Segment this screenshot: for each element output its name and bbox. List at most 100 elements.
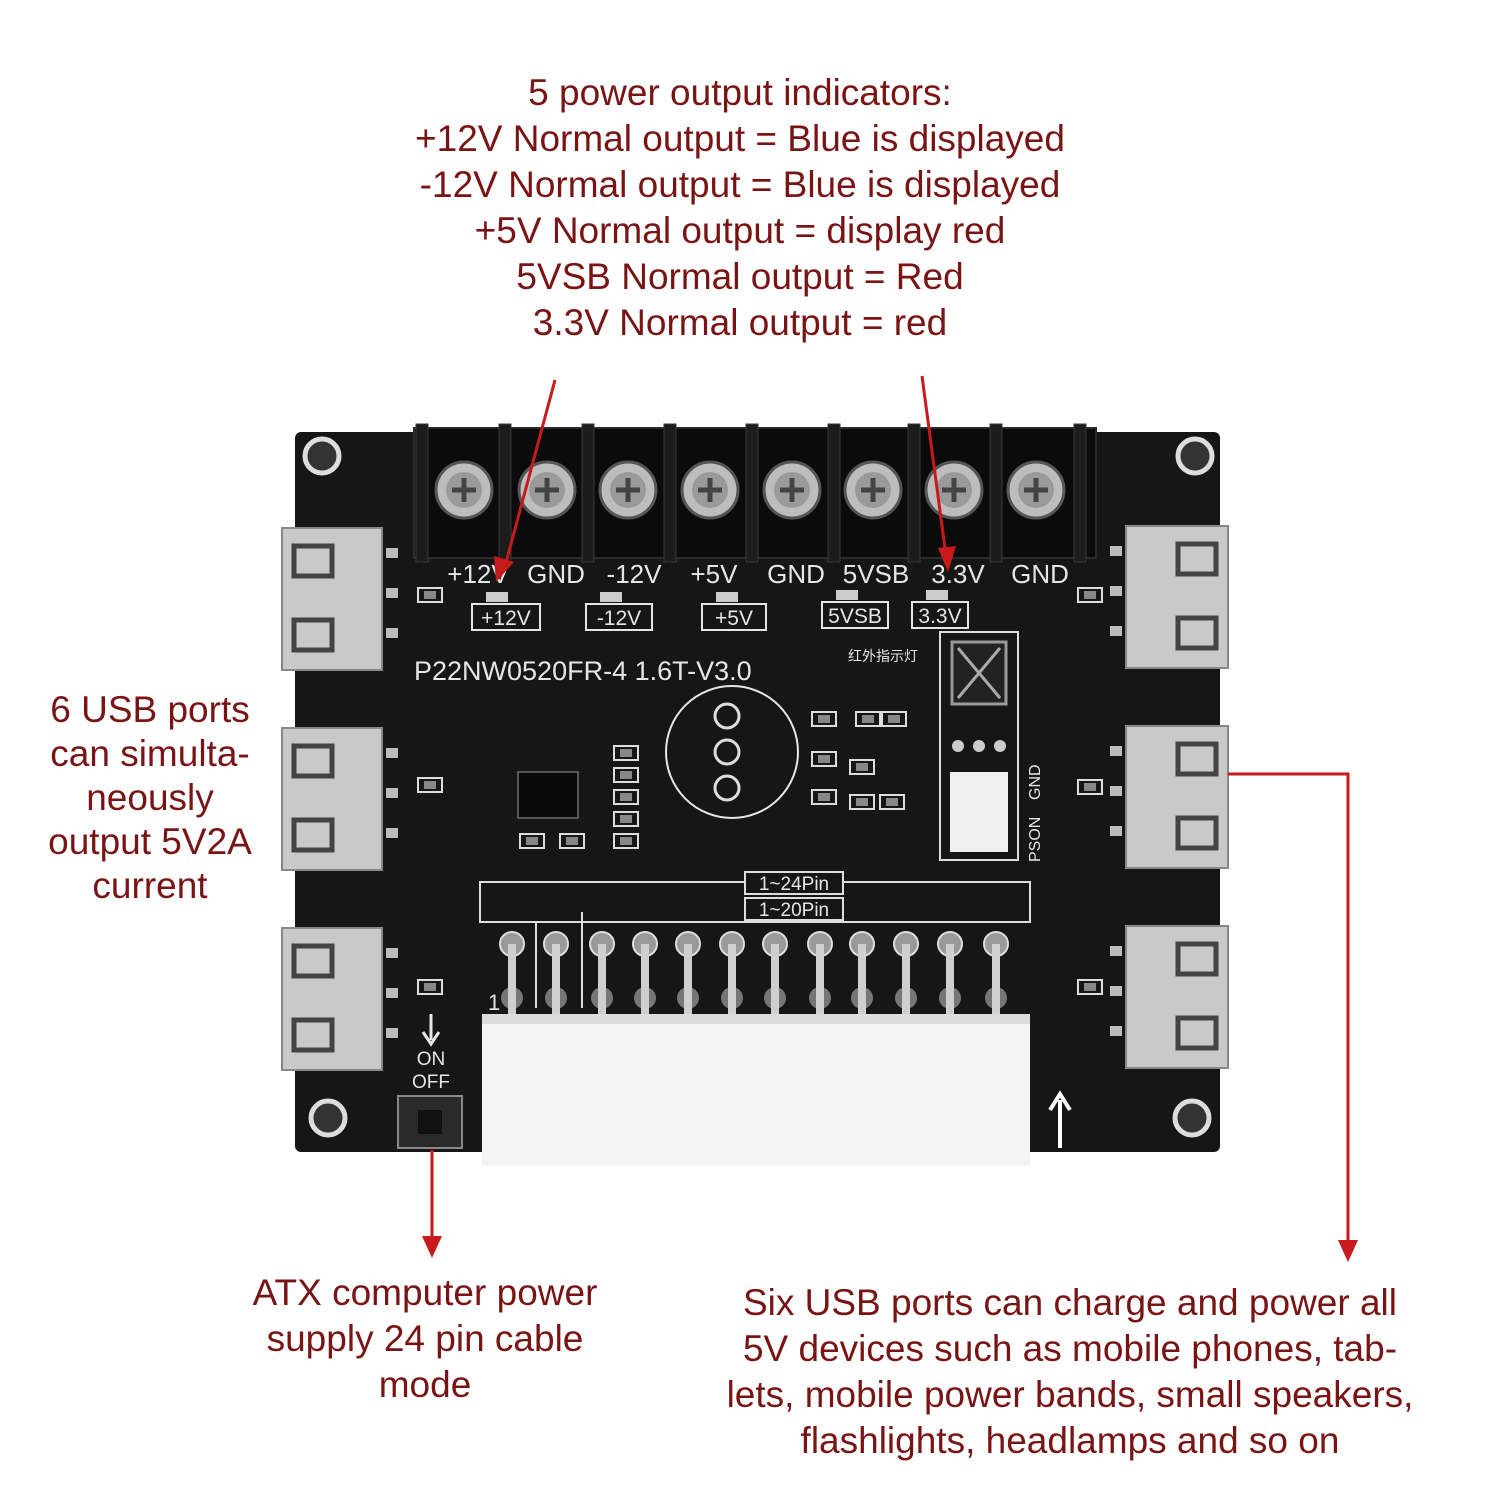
caption-line: 5VSB Normal output = Red (516, 256, 964, 297)
pin20-label: 1~20Pin (759, 900, 829, 921)
screw-slot (861, 478, 885, 502)
switch-arrow (421, 1014, 441, 1047)
atx-connector-area: 1~24Pin 1~20Pin 1 (479, 871, 1031, 1166)
led-label: -12V (597, 607, 641, 630)
arrow-head (422, 1236, 442, 1258)
terminal-divider (989, 423, 1003, 563)
usb-contact (291, 743, 335, 779)
solder-pad (973, 740, 985, 752)
terminal-divider (663, 423, 677, 563)
mount-hole (308, 1098, 348, 1138)
smd-part (849, 759, 875, 775)
usb-contact (291, 1017, 335, 1053)
atx-caption: ATX computer power supply 24 pin cable m… (170, 1270, 680, 1408)
usb-pin (1110, 1026, 1122, 1036)
usb-ports (281, 525, 1229, 1071)
smd-part (1077, 587, 1103, 603)
usb-pin (386, 748, 398, 758)
arrow-to-12v (502, 379, 557, 571)
terminal-divider (1073, 423, 1087, 563)
screw-slot (452, 478, 476, 502)
smd-part (811, 751, 837, 767)
smd-body (886, 798, 898, 806)
usb-contact (1175, 741, 1219, 777)
ir-indicator-label: 红外指示灯 (848, 648, 918, 664)
pin1-label: 1 (488, 990, 500, 1015)
arrow-head (1338, 1240, 1358, 1262)
switch-on-label: ON (417, 1049, 446, 1070)
smd-part (881, 711, 907, 727)
smd-body (566, 837, 578, 845)
caption-line: ATX computer power (252, 1272, 598, 1313)
usb-pin (1110, 546, 1122, 556)
capacitor-outline (665, 685, 799, 819)
usb-contact (1175, 1015, 1219, 1051)
smd-body (620, 837, 632, 845)
ic-chip (517, 771, 579, 819)
terminal-label: GND (767, 559, 825, 589)
orientation-arrow (1048, 1090, 1072, 1148)
gnd-label: GND (1027, 764, 1044, 800)
usb-pin (1110, 986, 1122, 996)
usb-contact (1175, 541, 1219, 577)
pson-label: PSON (1027, 817, 1044, 862)
pin20-box (744, 897, 844, 921)
terminal-divider (498, 423, 512, 563)
usb-contact (291, 817, 335, 853)
caption-line: mode (378, 1364, 472, 1405)
smd-part (519, 833, 545, 849)
caption-line: neously (86, 777, 214, 818)
terminal-divider (745, 423, 759, 563)
smd-body (818, 793, 830, 801)
switch-button (418, 1110, 442, 1134)
mount-hole (1172, 1098, 1212, 1138)
led-box (585, 603, 653, 631)
screw-slot (616, 478, 640, 502)
smd-part (1077, 779, 1103, 795)
arrow-to-usb (1228, 772, 1350, 1244)
usb-pin (386, 628, 398, 638)
caption-line: Six USB ports can charge and power all (742, 1282, 1397, 1323)
usb-contact (291, 943, 335, 979)
led-chip (600, 592, 622, 602)
caption-line: 6 USB ports (50, 689, 250, 730)
atx-pins (499, 931, 1009, 1016)
solder-pad (994, 740, 1006, 752)
led-label: +5V (715, 607, 753, 630)
terminal-divider (415, 423, 429, 563)
usb-pin (1110, 786, 1122, 796)
smd-body (856, 763, 868, 771)
smd-body (818, 755, 830, 763)
usb-contact (291, 543, 335, 579)
terminal-screws (415, 423, 1087, 563)
arrow-head (938, 546, 956, 572)
atx-socket-edge (482, 1014, 1030, 1024)
led-box (911, 601, 969, 629)
mount-hole (302, 436, 342, 476)
usb-pin (386, 988, 398, 998)
smd-part (613, 767, 639, 783)
smd-part (811, 789, 837, 805)
smd-part (417, 777, 443, 793)
smd-part (879, 794, 905, 810)
caption-line: current (92, 865, 208, 906)
smd-body (424, 781, 436, 789)
capacitor-pad (713, 774, 741, 802)
smd-part (855, 711, 881, 727)
caption-line: output 5V2A (48, 821, 252, 862)
smd-body (856, 798, 868, 806)
usb-pin (386, 828, 398, 838)
screw-slot (942, 478, 966, 502)
terminal-label: GND (527, 559, 585, 589)
smd-body (1084, 983, 1096, 991)
screw-slot (535, 478, 559, 502)
smd-components (417, 587, 1103, 995)
mounting-holes (302, 436, 1215, 1138)
smd-part (849, 794, 875, 810)
smd-body (818, 715, 830, 723)
led-label: 3.3V (918, 605, 961, 628)
led-label: +12V (481, 607, 531, 630)
usb-pin (1110, 746, 1122, 756)
usb-pin (386, 788, 398, 798)
indicator-leds: +12V -12V +5V 5VSB 3.3V (471, 590, 969, 631)
